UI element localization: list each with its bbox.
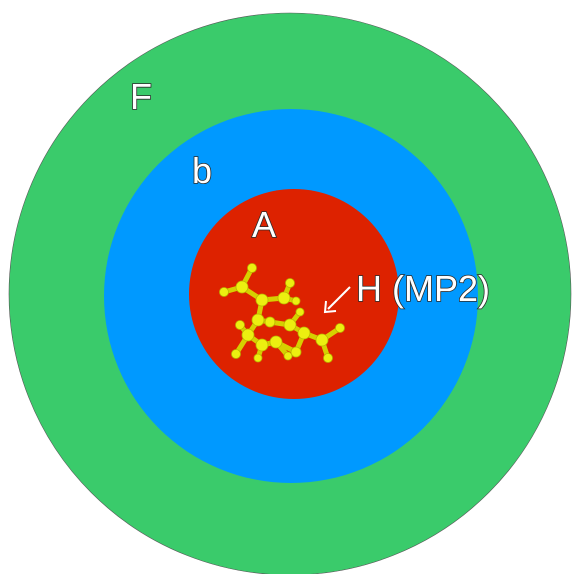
molecule-icon — [219, 263, 345, 363]
middle-region-label: b — [192, 150, 212, 191]
pointer-arrow-icon — [323, 286, 351, 314]
inner-region-label: A — [252, 204, 276, 245]
outer-region-label: F — [130, 76, 152, 117]
molecule-atoms — [219, 263, 345, 363]
core-region-label: H (MP2) — [356, 268, 490, 309]
